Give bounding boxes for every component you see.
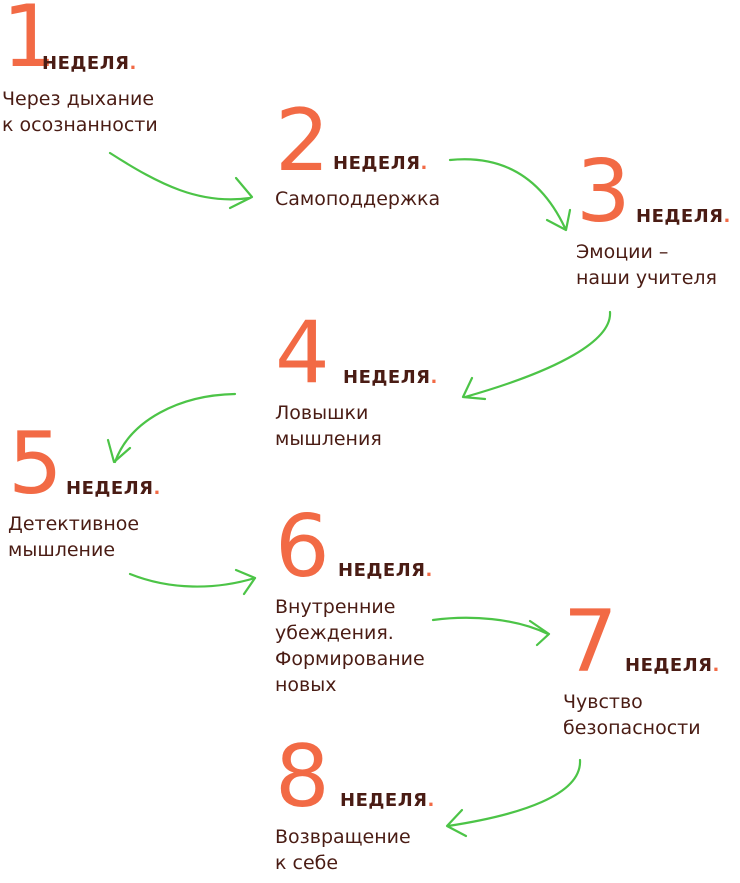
week-title: Внутренние убеждения. Формирование новых bbox=[275, 596, 425, 696]
arrow-7-to-8 bbox=[445, 758, 582, 838]
week-number: 1 bbox=[2, 0, 57, 87]
week-step-1: 1 НЕДЕЛЯ. Через дыхание к осознанности bbox=[2, 0, 242, 150]
week-title: Самоподдержка bbox=[275, 188, 441, 210]
week-step-8: 8 НЕДЕЛЯ. Возвращение к себе bbox=[275, 734, 495, 883]
week-label: НЕДЕЛЯ. bbox=[340, 790, 435, 811]
arrow-4-to-5 bbox=[106, 392, 237, 464]
week-title: Эмоции – наши учителя bbox=[576, 241, 717, 289]
week-number: 5 bbox=[8, 414, 63, 514]
week-step-4: 4 НЕДЕЛЯ. Ловышки мышления bbox=[275, 310, 475, 456]
week-title: Ловышки мышления bbox=[275, 402, 382, 450]
arrow-3-to-4 bbox=[461, 310, 612, 401]
week-number: 8 bbox=[275, 727, 330, 827]
week-step-5: 5 НЕДЕЛЯ. Детективное мышление bbox=[8, 421, 228, 567]
week-label: НЕДЕЛЯ. bbox=[636, 206, 731, 227]
week-step-6: 6 НЕДЕЛЯ. Внутренние убеждения. Формиров… bbox=[275, 504, 495, 700]
week-label: НЕДЕЛЯ. bbox=[338, 560, 433, 581]
week-step-3: 3 НЕДЕЛЯ. Эмоции – наши учителя bbox=[576, 149, 740, 295]
week-title: Чувство безопасности bbox=[563, 691, 701, 739]
week-label: НЕДЕЛЯ. bbox=[625, 655, 720, 676]
arrow-1-to-2 bbox=[108, 151, 254, 210]
week-step-2: 2 НЕДЕЛЯ. Самоподдержка bbox=[275, 98, 495, 219]
week-number: 4 bbox=[275, 303, 330, 403]
arrow-6-to-7 bbox=[431, 616, 551, 647]
week-number: 3 bbox=[576, 142, 631, 242]
week-number: 2 bbox=[275, 91, 330, 191]
week-label: НЕДЕЛЯ. bbox=[66, 478, 161, 499]
arrow-5-to-6 bbox=[128, 568, 257, 596]
week-label: НЕДЕЛЯ. bbox=[42, 53, 137, 74]
week-label: НЕДЕЛЯ. bbox=[343, 367, 438, 388]
week-number: 6 bbox=[275, 497, 330, 597]
arrow-2-to-3 bbox=[448, 158, 572, 232]
week-label: НЕДЕЛЯ. bbox=[333, 153, 428, 174]
week-number: 7 bbox=[563, 592, 618, 692]
week-step-7: 7 НЕДЕЛЯ. Чувство безопасности bbox=[563, 599, 740, 745]
week-title: Через дыхание к осознанности bbox=[2, 88, 158, 136]
week-title: Детективное мышление bbox=[8, 513, 140, 561]
week-title: Возвращение к себе bbox=[275, 826, 411, 874]
